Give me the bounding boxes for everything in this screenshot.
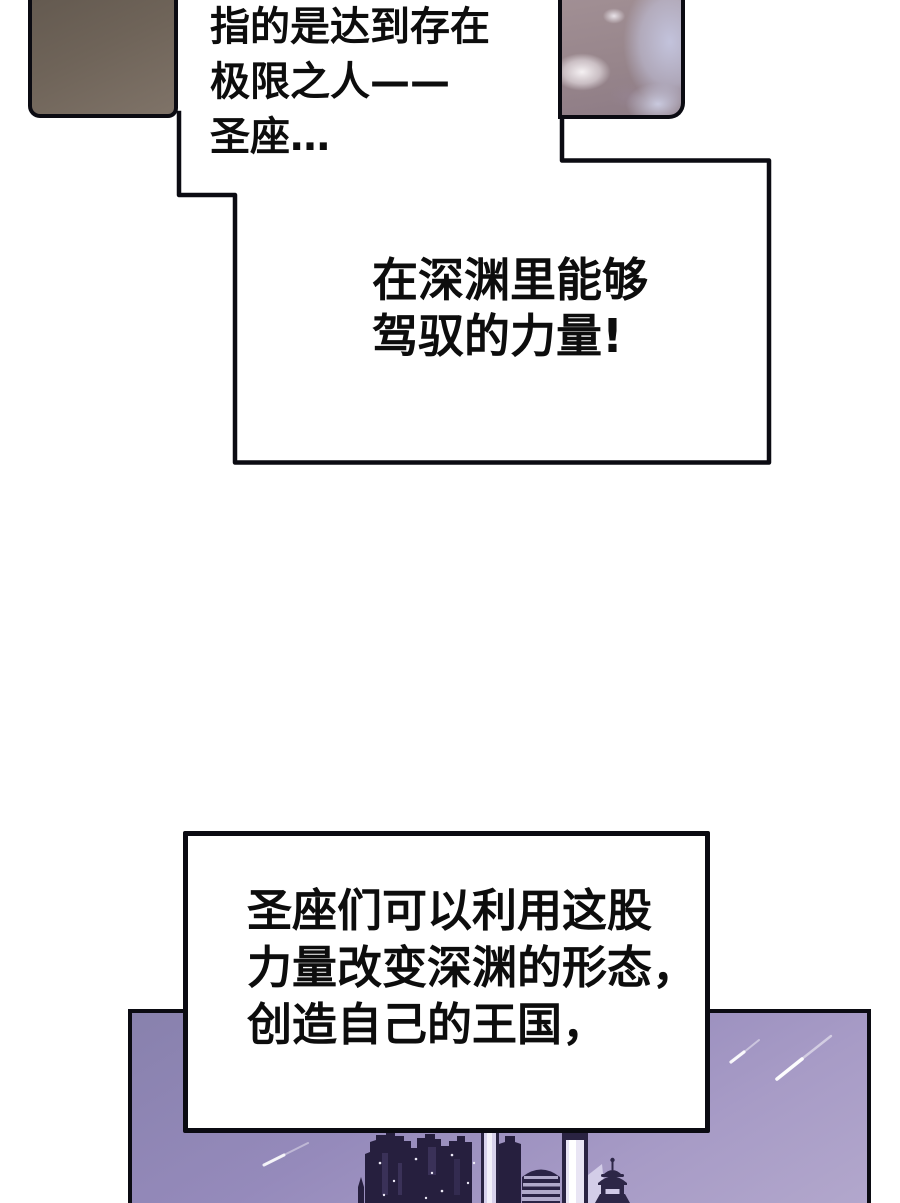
speech-text-2: 在深渊里能够 驾驭的力量!	[372, 252, 648, 364]
pagoda-tower-silhouette	[595, 1157, 630, 1203]
castle-silhouette	[358, 1130, 606, 1203]
speech-line: 圣座…	[210, 114, 330, 160]
speech-line: 圣座们可以利用这股	[247, 884, 653, 937]
speech-line: 在深渊里能够	[372, 253, 648, 307]
night-sky-art	[262, 1034, 833, 1203]
speech-bubble-3	[183, 831, 710, 1133]
meteor-icon	[262, 1142, 309, 1167]
speech-panel-outline-path	[176, 110, 772, 465]
speech-line: 力量改变深渊的形态，	[247, 941, 698, 994]
speech-line: 创造自己的王国，	[247, 998, 608, 1051]
meteor-icon	[729, 1039, 760, 1064]
speech-panel-outline	[176, 110, 772, 465]
speech-text-3: 圣座们可以利用这股 力量改变深渊的形态， 创造自己的王国，	[247, 882, 697, 1053]
panel-blurred-scene-image	[28, 0, 178, 118]
panel-clouds-image	[558, 0, 685, 119]
castle-window-dots	[378, 1153, 476, 1200]
speech-line: 驾驭的力量!	[372, 309, 623, 363]
speech-line: 指的是达到存在	[210, 4, 490, 50]
speech-line: 极限之人——	[210, 59, 450, 105]
speech-text-1: 指的是达到存在 极限之人—— 圣座…	[210, 0, 490, 165]
meteor-icon	[775, 1034, 833, 1081]
